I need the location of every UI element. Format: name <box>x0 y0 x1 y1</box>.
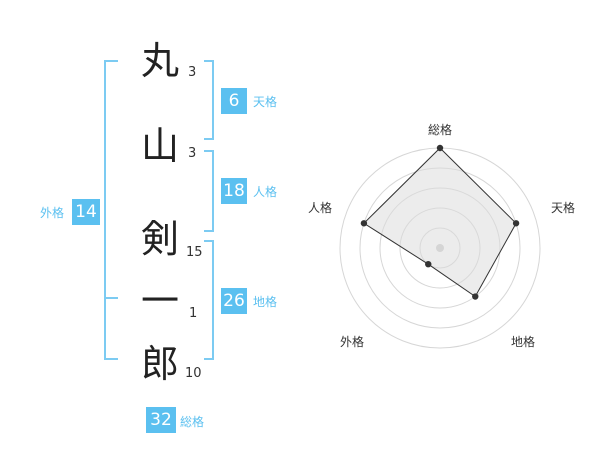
soukaku-label: 総格 <box>180 415 205 429</box>
jinkaku-label: 人格 <box>253 185 278 199</box>
radar-label-jinkaku: 人格 <box>308 201 333 215</box>
chikaku-label: 地格 <box>253 295 278 309</box>
radar-label-chikaku: 地格 <box>511 335 536 349</box>
radar-point-5 <box>360 220 368 227</box>
chikaku-value: 26 <box>221 288 247 314</box>
radar-area <box>363 147 517 298</box>
radar-point-2 <box>512 220 520 227</box>
tenkaku-label: 天格 <box>253 95 278 109</box>
name-char-1: 丸 <box>140 39 179 83</box>
stroke-count-1: 3 <box>188 65 197 80</box>
radar-point-4 <box>425 260 432 268</box>
gaikaku-label: 外格 <box>40 206 65 220</box>
stroke-count-3: 15 <box>186 245 203 260</box>
name-char-5: 郎 <box>140 342 179 386</box>
radar-label-soukaku: 総格 <box>428 123 453 137</box>
tenkaku-value: 6 <box>221 88 247 114</box>
soukaku-value: 32 <box>146 407 176 433</box>
name-char-4: 一 <box>140 279 179 323</box>
stroke-count-5: 10 <box>185 366 202 381</box>
name-char-2: 山 <box>140 124 179 168</box>
name-char-3: 剣 <box>140 217 179 261</box>
radar-chart <box>339 144 541 349</box>
radar-point-3 <box>472 293 479 300</box>
gaikaku-value: 14 <box>72 199 100 225</box>
radar-label-tenkaku: 天格 <box>551 201 576 215</box>
radar-point-1 <box>436 144 444 152</box>
radar-label-gaikaku: 外格 <box>340 335 365 349</box>
jinkaku-value: 18 <box>221 178 247 204</box>
stroke-count-4: 1 <box>189 306 198 321</box>
radar-plot <box>360 144 520 300</box>
stroke-count-2: 3 <box>188 146 197 161</box>
